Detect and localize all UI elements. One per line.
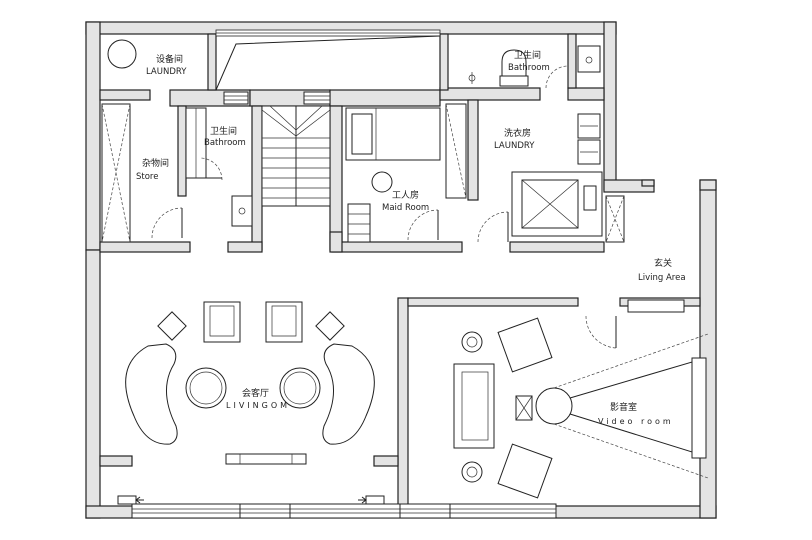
bathroom-top-room: 卫生间 Bathroom: [468, 45, 601, 89]
room-label-entrance-cn: 玄关: [654, 257, 672, 269]
bathroom-mid-room: 卫生间 Bathroom: [185, 107, 253, 227]
laundry-top-room: 设备间 LAUNDRY: [107, 35, 441, 105]
room-label-bath-top-cn: 卫生间: [514, 49, 541, 61]
room-label-entrance-en: Living Area: [638, 273, 686, 283]
sink-icon: [577, 45, 601, 73]
entrance-area: 玄关 Living Area: [585, 257, 686, 349]
chair-icon: [371, 171, 393, 193]
room-label-bath-mid-cn: 卫生间: [210, 125, 237, 137]
maid-room: 工人房 Maid Room: [345, 103, 467, 243]
room-label-laundry-top-cn: 设备间: [156, 53, 183, 65]
sofa-right-icon: [322, 343, 375, 445]
laundry-right-room: 洗衣房 LAUNDRY: [477, 113, 625, 243]
staircase: [261, 105, 331, 207]
room-label-bath-mid-en: Bathroom: [204, 138, 246, 148]
room-label-video-en: Video room: [598, 417, 674, 426]
room-label-living-en: LIVINGOM: [226, 401, 290, 410]
sofa-left-icon: [125, 343, 178, 445]
room-label-bath-top-en: Bathroom: [508, 63, 550, 73]
washing-machine-icon: [107, 39, 137, 69]
room-label-living-cn: 会客厅: [242, 387, 269, 399]
room-label-laundry-right-cn: 洗衣房: [504, 127, 531, 139]
room-label-laundry-right-en: LAUNDRY: [494, 141, 535, 151]
video-room: 影音室 Video room: [453, 317, 709, 499]
store-room: 杂物间 Store: [101, 103, 183, 243]
room-label-maid-en: Maid Room: [382, 203, 429, 213]
room-label-store-cn: 杂物间: [142, 157, 169, 169]
toilet-icon: [501, 49, 527, 79]
room-label-laundry-top-en: LAUNDRY: [146, 67, 187, 77]
room-label-video-cn: 影音室: [610, 401, 637, 413]
windows: [117, 29, 557, 519]
living-room: 会客厅 LIVINGOM: [125, 301, 375, 465]
room-label-store-en: Store: [136, 172, 158, 182]
room-label-maid-cn: 工人房: [392, 189, 419, 201]
projector-icon: [535, 387, 573, 425]
